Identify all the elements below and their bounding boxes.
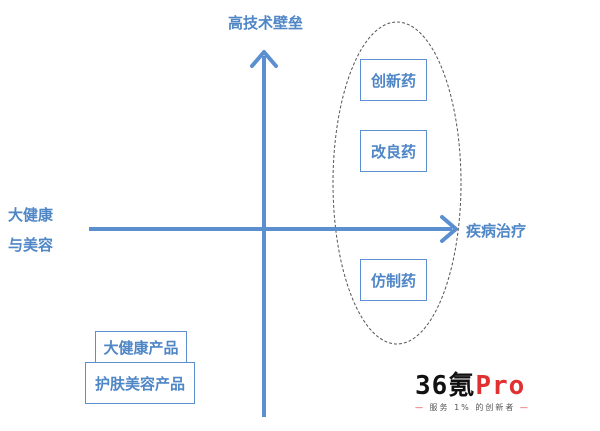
box-generic-drug: 仿制药	[360, 259, 427, 301]
x-axis-arrow-icon	[440, 215, 458, 243]
box-improved-drug: 改良药	[360, 130, 427, 172]
watermark-dash-left: —	[415, 403, 425, 412]
x-axis-right-label: 疾病治疗	[466, 222, 527, 240]
watermark-tagline-row: — 服务 1% 的创新者 —	[415, 402, 535, 413]
ellipse-group-outline	[332, 21, 462, 345]
box-health-products: 大健康产品	[95, 331, 187, 363]
watermark-main: 36氪Pro	[415, 372, 535, 400]
box-innovative-drug: 创新药	[360, 59, 427, 101]
watermark-logo: 36氪Pro — 服务 1% 的创新者 —	[415, 372, 535, 413]
watermark-tagline: 服务 1% 的创新者	[429, 403, 516, 412]
x-axis-left-label-line2: 与美容	[8, 236, 54, 254]
y-axis-arrow-icon	[250, 50, 278, 68]
watermark-dash-right: —	[519, 403, 530, 412]
x-axis-left-label-line1: 大健康	[8, 206, 54, 224]
box-skincare-products: 护肤美容产品	[85, 362, 195, 404]
y-axis-top-label: 高技术壁垒	[228, 14, 304, 32]
watermark-pro: Pro	[475, 371, 526, 401]
watermark-brand: 36氪	[415, 371, 476, 401]
